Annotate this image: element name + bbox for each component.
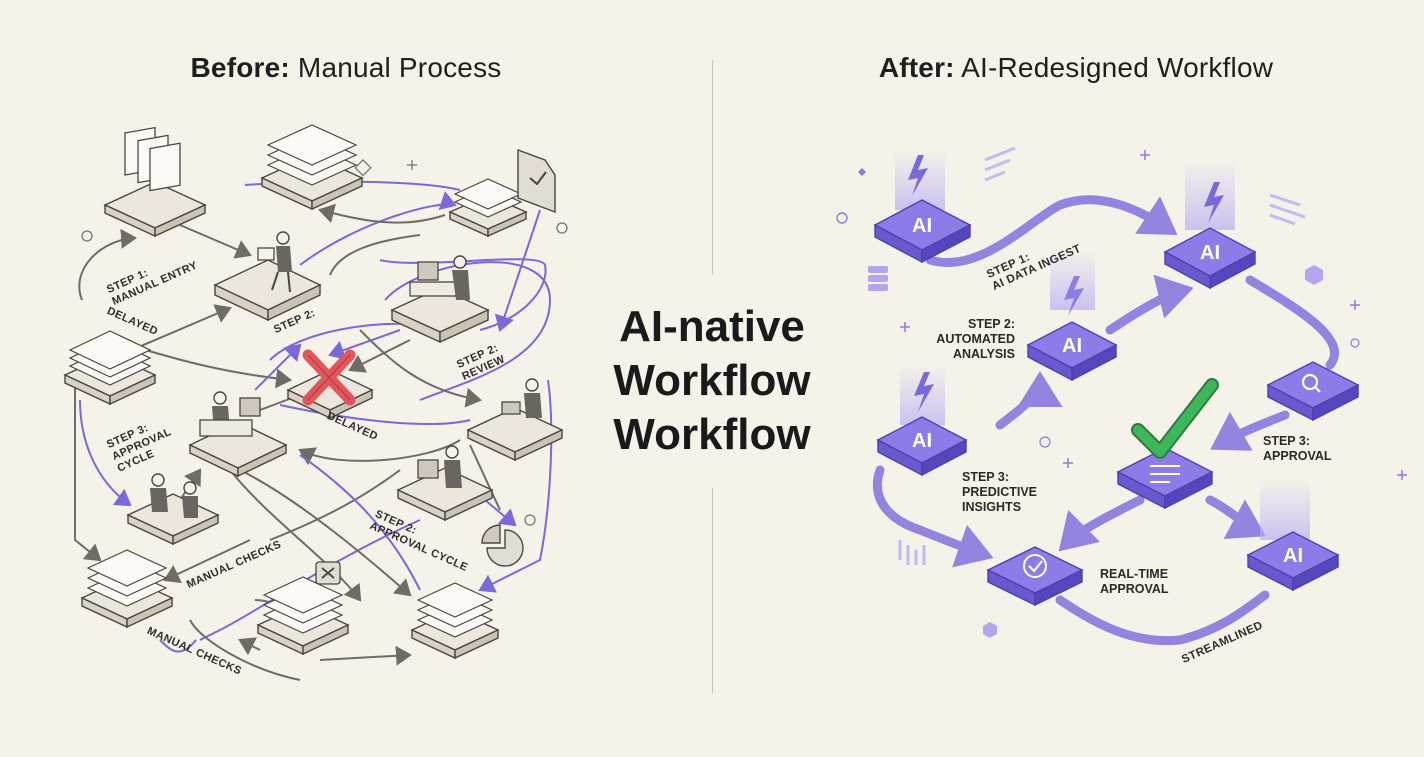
after-panel-title: After: AI-Redesigned Workflow <box>776 52 1376 84</box>
divider-top <box>712 60 713 275</box>
worker-desk-icon <box>396 445 494 522</box>
paper-stack-icon <box>410 582 500 660</box>
label-step3-predictive-insights: STEP 3: PREDICTIVE INSIGHTS <box>962 470 1038 514</box>
paper-stack-icon <box>63 330 157 406</box>
before-panel-title: Before: Manual Process <box>46 52 646 84</box>
paper-stack-icon <box>448 178 528 238</box>
worker-desk-icon <box>213 231 322 322</box>
label-realtime-approval: REAL-TIME APPROVAL <box>1100 567 1169 596</box>
check-circle-icon <box>1023 554 1047 578</box>
pie-chart-icon <box>481 524 524 567</box>
after-nodes: AI AI AI AI <box>836 146 1407 638</box>
document-lines-icon <box>1150 465 1180 483</box>
realtime-approval-node <box>986 546 1084 607</box>
error-x-icon <box>286 349 374 420</box>
after-flows <box>872 195 1339 646</box>
paper-stack-icon <box>260 124 364 211</box>
ai-node: AI <box>1246 531 1340 592</box>
ai-node-label: AI <box>1062 335 1082 357</box>
checked-document-icon <box>517 148 556 214</box>
approval-node <box>1116 378 1219 510</box>
ai-node: AI <box>1026 276 1118 382</box>
label-step3-approval: STEP 3: APPROVAL <box>1263 434 1332 463</box>
paper-stack-icon <box>80 549 174 629</box>
before-title-bold: Before: <box>190 52 290 83</box>
before-nodes <box>63 124 568 660</box>
paper-stack-icon <box>256 561 350 656</box>
decoration-icons <box>81 159 568 526</box>
meeting-icon <box>126 473 220 546</box>
magnifier-icon <box>1301 373 1321 393</box>
ai-node: AI <box>873 155 972 264</box>
center-title: AI-native Workflow Workflow <box>613 302 811 459</box>
before-title-rest: Manual Process <box>289 52 502 83</box>
ai-node: AI <box>876 372 968 477</box>
divider-bottom <box>712 488 713 693</box>
decoration-icons <box>836 146 1407 638</box>
worker-desk-icon <box>390 255 490 344</box>
worker-desk-icon <box>188 391 288 478</box>
ai-node-label: AI <box>912 430 932 452</box>
worker-desk-icon <box>466 378 564 462</box>
ai-node: AI <box>1163 182 1257 290</box>
ai-node-label: AI <box>912 215 932 237</box>
after-title-bold: After: <box>878 52 955 83</box>
document-stack-icon <box>103 126 207 238</box>
after-title-rest: AI-Redesigned Workflow <box>954 52 1274 83</box>
ai-node-label: AI <box>1200 242 1220 264</box>
ai-node-label: AI <box>1283 545 1303 567</box>
label-step2-automated-analysis: STEP 2: AUTOMATED ANALYSIS <box>936 317 1015 361</box>
analysis-node <box>1266 361 1360 422</box>
